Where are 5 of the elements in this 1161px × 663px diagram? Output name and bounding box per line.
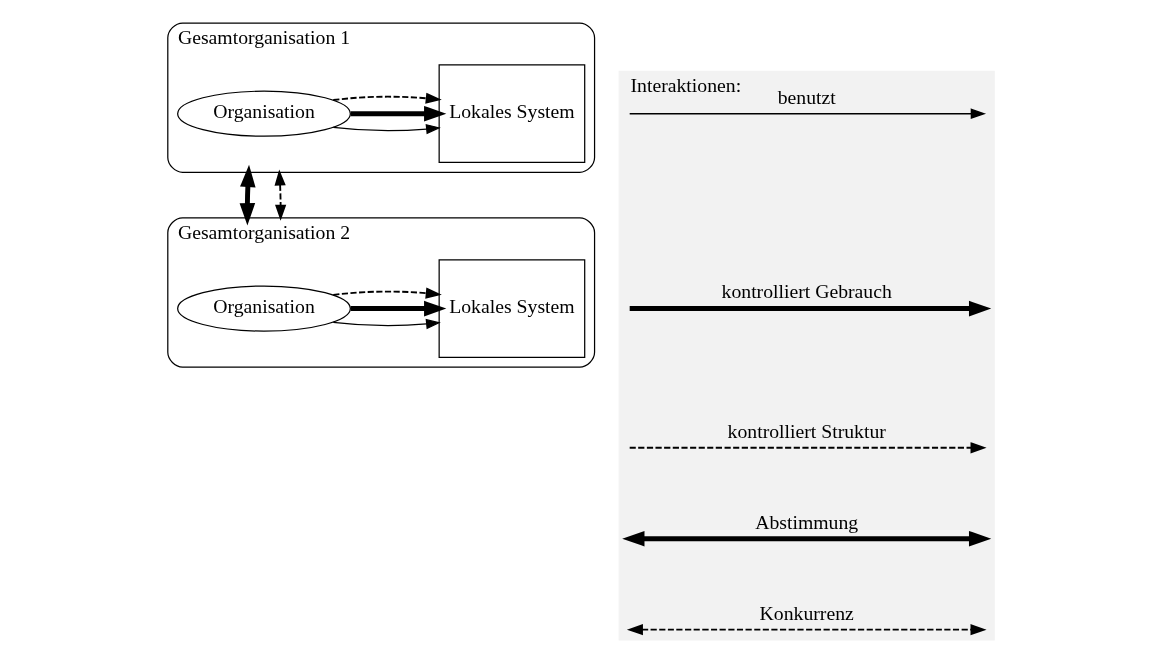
legend-label: kontrolliert Struktur [727, 419, 886, 442]
legend-label: Abstimmung [754, 510, 858, 533]
legend-label: Konkurrenz [759, 601, 854, 624]
legend-label: kontrolliert Gebrauch [721, 280, 892, 303]
legend-label: benutzt [777, 85, 836, 108]
